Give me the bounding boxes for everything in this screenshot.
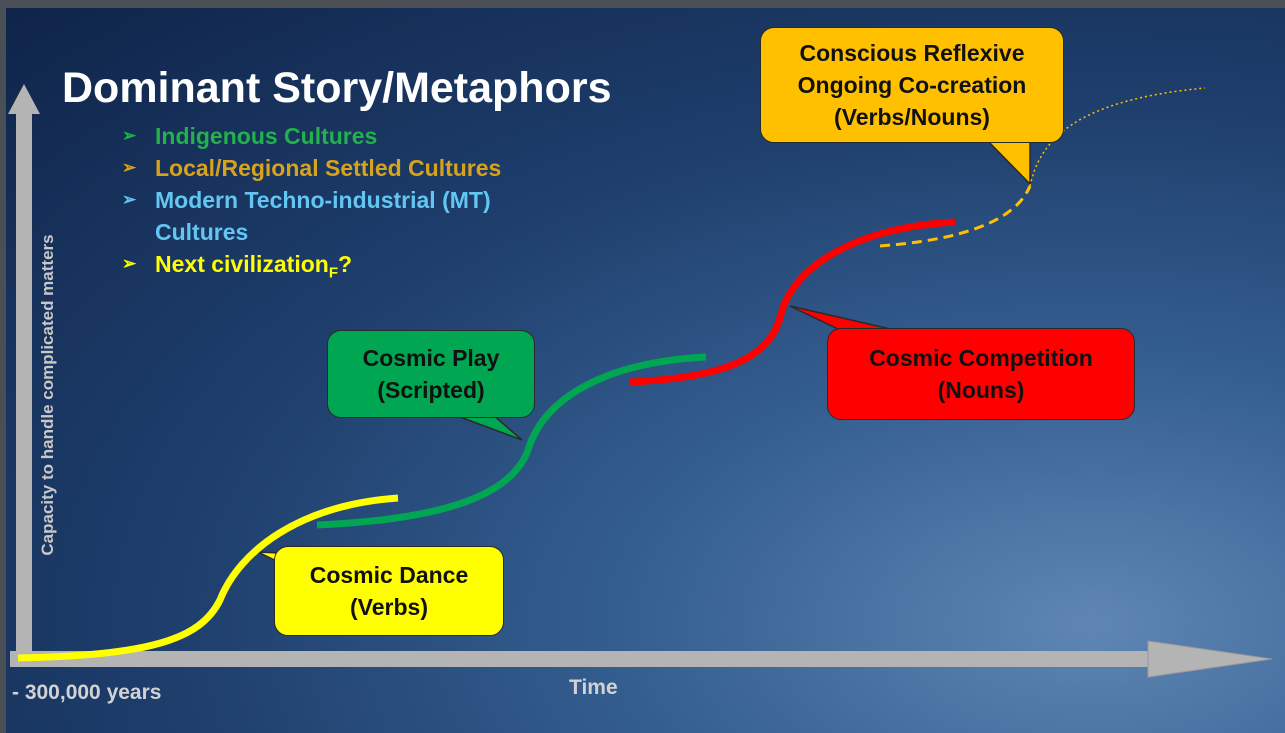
callout-line: (Scripted) [377,377,485,403]
arrow-bullet-icon: ➢ [122,254,137,273]
y-axis-arrowhead [8,84,40,114]
callout-line: Conscious Reflexive [799,40,1025,66]
next-curve-dashed [879,185,1032,248]
play-curve [316,353,707,529]
time-start-label: - 300,000 years [12,681,162,704]
x-axis-arrowhead [1147,640,1273,678]
callout-line: Ongoing Co-creation [797,72,1027,98]
bullet-text: Indigenous Cultures [155,123,378,149]
arrow-bullet-icon: ➢ [122,126,137,145]
slide-title: Dominant Story/Metaphors [62,64,612,112]
x-axis-label: Time [569,676,618,699]
callout-conscious-reflexive: Conscious Reflexive Ongoing Co-creation … [760,27,1064,143]
bullet-subscript: F [328,264,338,282]
callout-line: (Nouns) [937,377,1025,403]
reflexive-callout-pointer [983,137,1031,186]
callout-line: Cosmic Play [362,345,500,371]
arrow-bullet-icon: ➢ [122,190,137,209]
callout-cosmic-play: Cosmic Play (Scripted) [327,330,535,418]
callout-line: Cosmic Dance [309,562,469,588]
callout-line: (Verbs) [350,594,428,620]
window-left-border [0,0,6,733]
window-top-border [0,0,1285,8]
y-axis-label: Capacity to handle complicated matters [38,234,57,556]
bullet-item-indigenous: ➢ Indigenous Cultures [120,120,580,152]
bullet-item-next: ➢ Next civilizationF? [120,248,580,290]
bullet-item-settled: ➢ Local/Regional Settled Cultures [120,152,580,184]
bullet-text: Modern Techno-industrial (MT) Cultures [155,187,491,245]
x-axis-shaft [10,651,1150,667]
bullet-text: Next civilization [155,251,329,277]
callout-line: (Verbs/Nouns) [834,104,990,130]
competition-callout-pointer [789,305,896,331]
next-curve-dotted [1029,87,1206,187]
dance-curve [17,494,399,662]
callout-cosmic-dance: Cosmic Dance (Verbs) [274,546,504,636]
callout-cosmic-competition: Cosmic Competition (Nouns) [827,328,1135,420]
callout-line: Cosmic Competition [869,345,1093,371]
bullet-suffix: ? [338,251,353,277]
bullet-item-modern: ➢ Modern Techno-industrial (MT) Cultures [120,184,580,248]
arrow-bullet-icon: ➢ [122,158,137,177]
y-axis-shaft [16,110,32,662]
competition-curve [629,218,956,386]
civilization-list: ➢ Indigenous Cultures ➢ Local/Regional S… [120,120,580,290]
bullet-text: Local/Regional Settled Cultures [155,155,502,181]
